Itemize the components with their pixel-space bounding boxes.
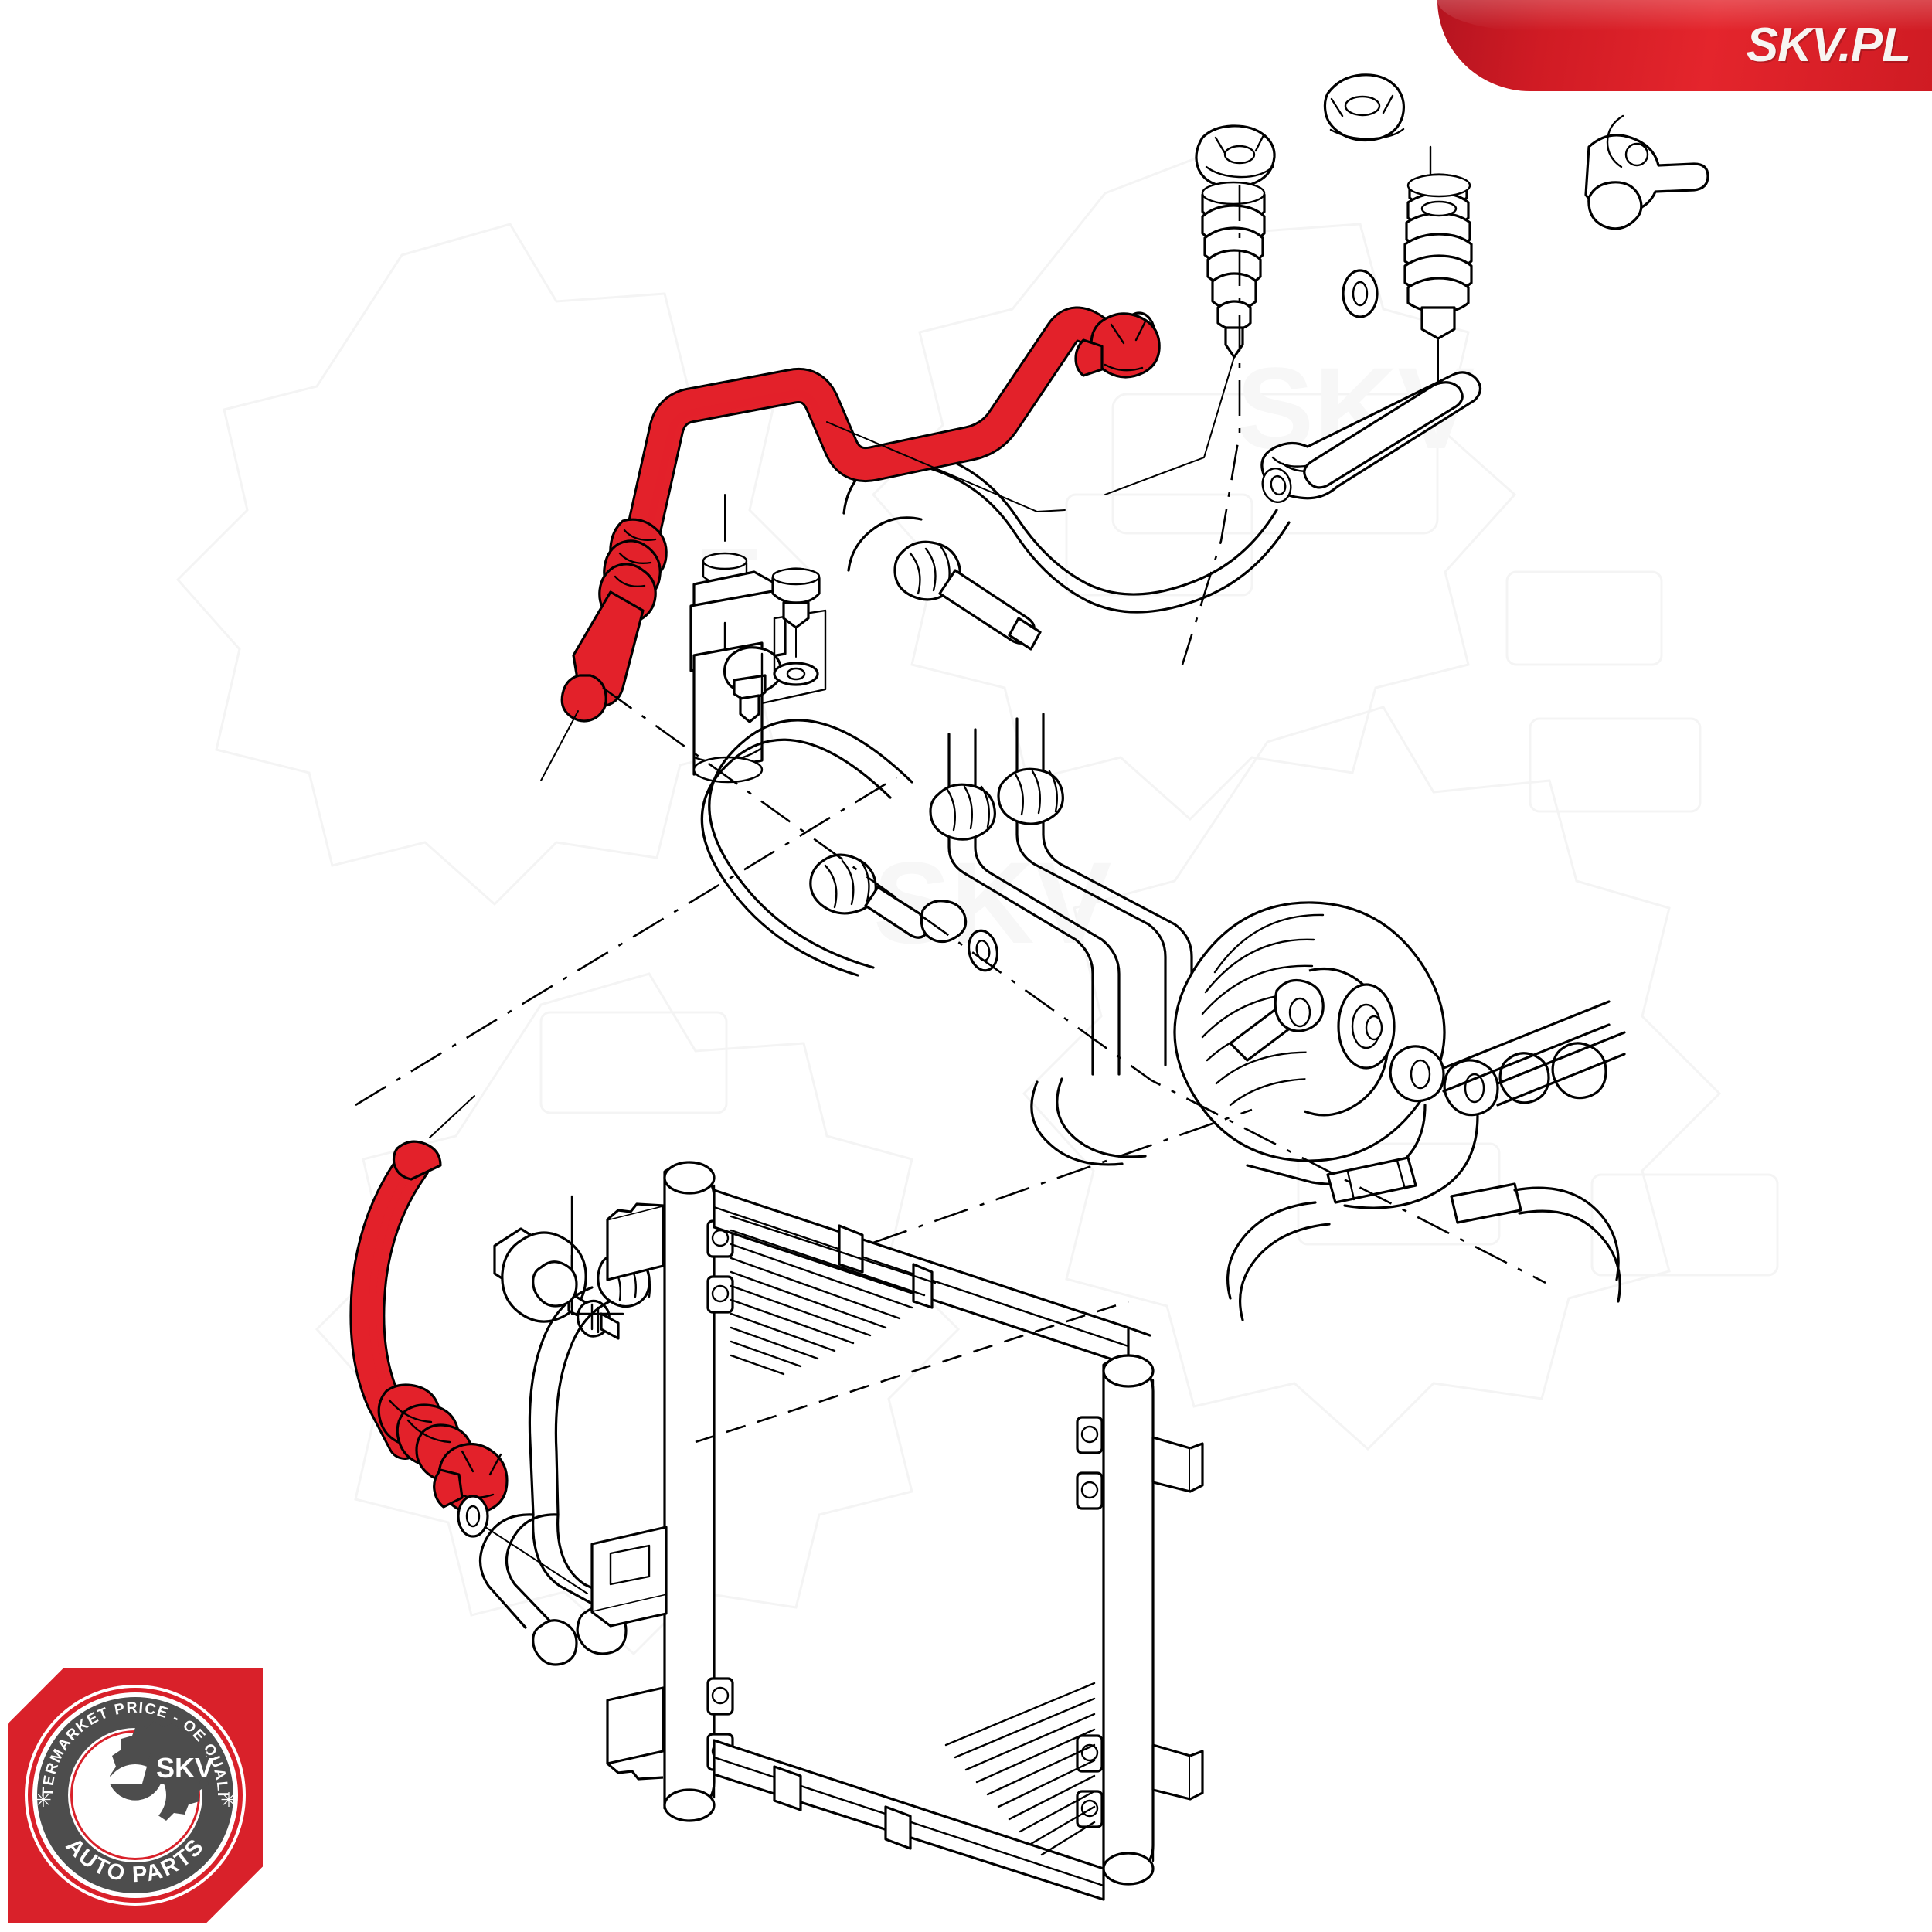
low-pressure-hose-loop	[700, 719, 999, 977]
gear-icon: SKV	[104, 1721, 213, 1826]
o-ring-washer-pipe	[1342, 269, 1379, 318]
pipe-sleeve-fitting	[893, 540, 1042, 651]
brand-banner: SKV.PL	[1437, 0, 1932, 91]
ac-compressor	[1030, 901, 1626, 1321]
brand-banner-label: SKV.PL	[1746, 19, 1911, 72]
leader-upper-hose-to-pipe	[826, 421, 1066, 513]
hex-nut-upper-right	[1323, 73, 1406, 142]
assembly-axis-dash-dot-3	[1181, 185, 1241, 665]
threaded-fitting-left	[1104, 181, 1266, 495]
badge-center-text: SKV	[156, 1752, 213, 1784]
threaded-fitting-right	[1403, 145, 1473, 403]
rigid-refrigerant-pipe	[842, 114, 1709, 614]
drier-port-nut	[771, 567, 821, 686]
condenser-fins-bottom	[944, 1682, 1096, 1856]
brand-banner-sheen	[1437, 0, 1932, 31]
assembly-axis-dash-dot-2	[355, 776, 897, 1107]
hex-nut-upper-left	[1195, 124, 1276, 189]
o-ring-seal-lower	[457, 1495, 588, 1594]
badge-right-star: ✳	[220, 1788, 237, 1811]
compressor-supply-pipes	[929, 713, 1193, 1076]
quality-badge: AFTERMARKET PRICE - OE QUALITY AUTO PART…	[8, 1668, 263, 1923]
assembly-axis-dash-dot	[602, 686, 1546, 1284]
lower-red-refrigerant-hose	[349, 1095, 509, 1515]
condenser-dash-reference	[695, 1300, 1129, 1444]
upper-red-refrigerant-hose	[540, 306, 1161, 781]
badge-bottom-arc-text: AUTO PARTS	[61, 1833, 210, 1887]
receiver-drier	[689, 494, 827, 784]
badge-left-star: ✳	[35, 1788, 52, 1811]
brand-banner-shape	[1437, 0, 1932, 91]
mounting-bracket	[590, 1526, 668, 1628]
ac-condenser	[606, 1108, 1253, 1901]
condenser-fins-top	[730, 1215, 937, 1376]
condenser-inlet-pipes	[478, 1251, 651, 1666]
